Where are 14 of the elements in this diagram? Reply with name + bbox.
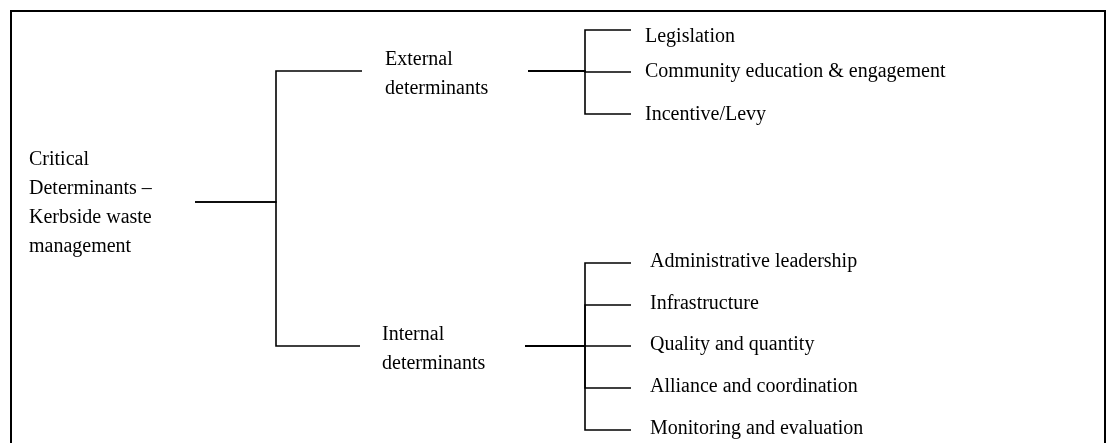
connector-line <box>524 345 632 431</box>
item-label: Monitoring and evaluation <box>650 414 864 441</box>
item-label: Incentive/Levy <box>645 100 767 127</box>
item-label: Legislation <box>645 22 735 49</box>
item-label: Alliance and coordination <box>650 372 858 398</box>
item-label: Administrative leadership <box>650 247 858 274</box>
category-label: Internal determinants <box>382 321 487 375</box>
item-label: Quality and quantity <box>650 330 815 357</box>
connector-line <box>527 70 632 115</box>
root-label: Critical Determinants – Kerbside waste management <box>29 146 153 259</box>
item-label: Infrastructure <box>650 289 759 315</box>
connector-line <box>194 201 361 347</box>
item-label: Community education & engagement <box>645 57 946 84</box>
category-label: External determinants <box>385 46 490 100</box>
